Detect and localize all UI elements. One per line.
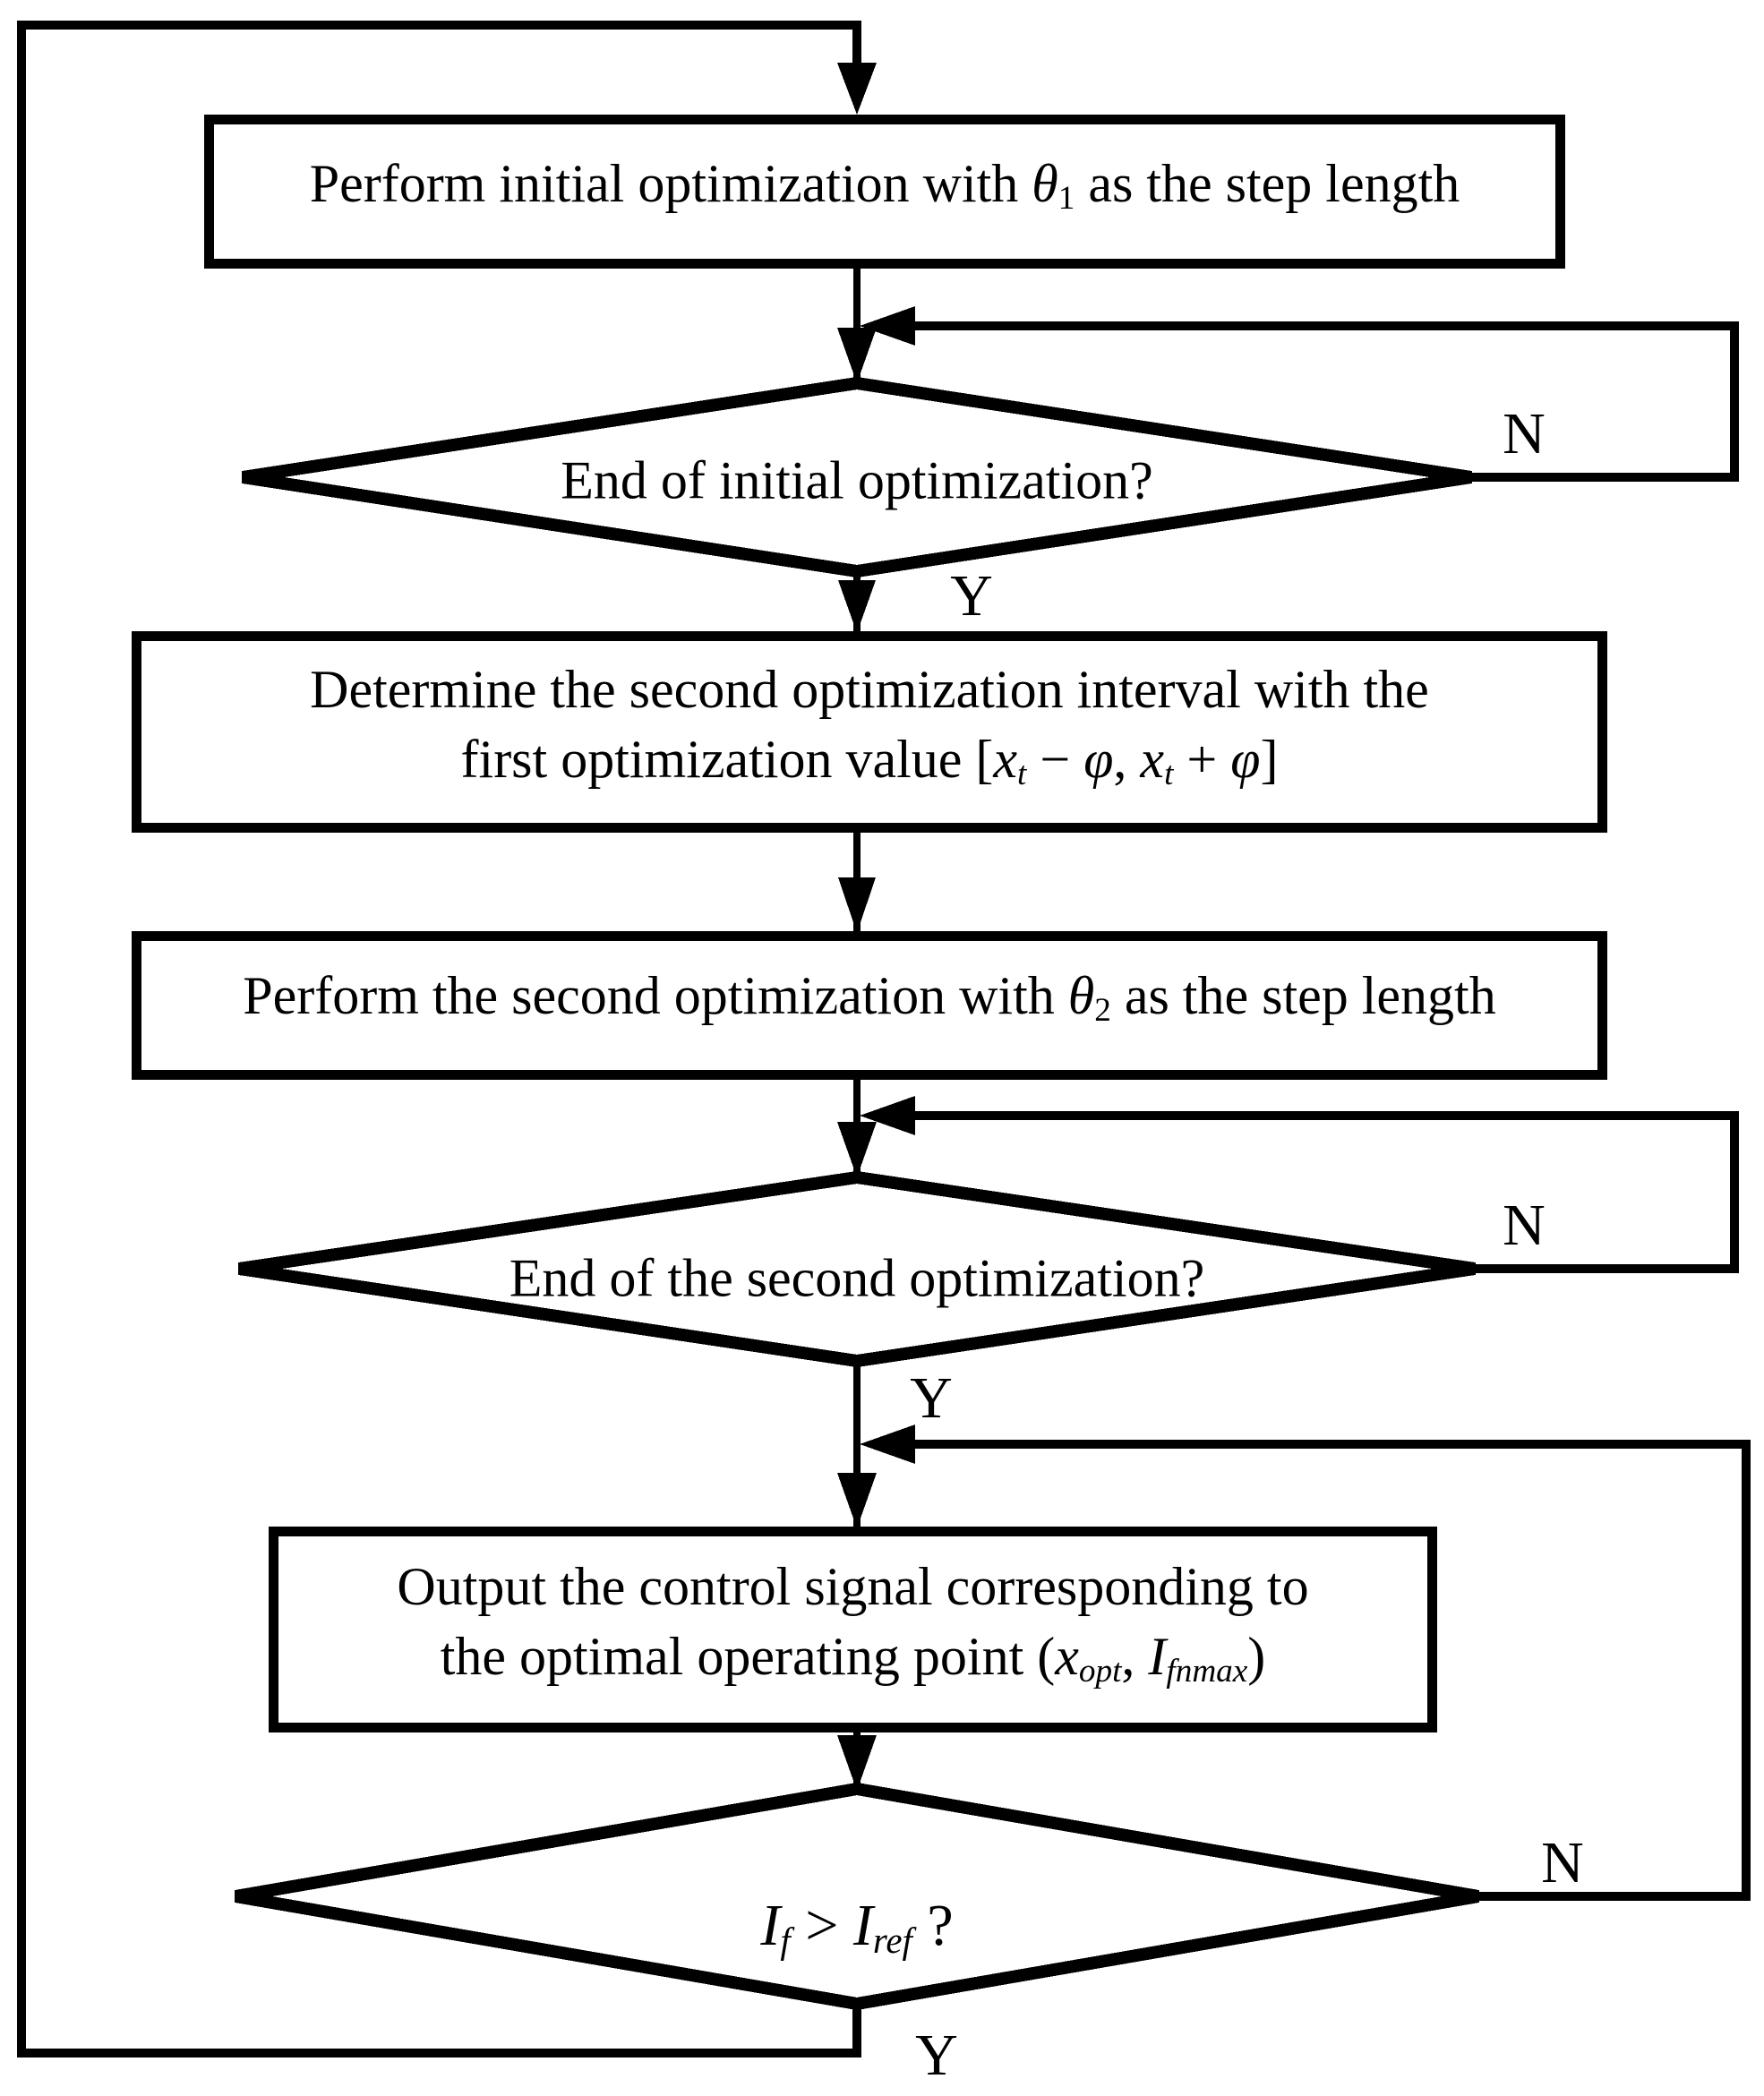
process-output-control-signal-line2: the optimal operating point (xopt, Ifnma… (440, 1627, 1266, 1690)
n-loop-diamond1 (913, 321, 1739, 482)
process-initial-optimization-text: Perform initial optimization with θ1 as … (309, 154, 1460, 218)
arrowhead-into-diamond2 (837, 1122, 877, 1177)
arrowhead-into-box2 (838, 580, 876, 633)
branch-label-n1: N (1503, 401, 1546, 466)
arrowhead-into-box3 (838, 877, 876, 933)
branch-label-y3: Y (915, 2023, 958, 2088)
branch-label-y2: Y (910, 1365, 953, 1431)
arrowhead-into-box4 (837, 1473, 877, 1528)
diamond1-shape (241, 376, 1473, 578)
process-initial-optimization: Perform initial optimization with θ1 as … (204, 115, 1565, 269)
arrowhead-into-box1 (837, 63, 877, 115)
arrowhead-junction1 (860, 306, 915, 346)
arrowhead-into-diamond3 (837, 1735, 877, 1791)
arrowhead-junction2 (860, 1096, 915, 1135)
branch-label-n3: N (1541, 1830, 1584, 1895)
n-loop-diamond2 (913, 1111, 1739, 1273)
process-output-control-signal-line1: Output the control signal corresponding … (397, 1557, 1309, 1617)
process-determine-second-interval-line2: first optimization value [xt − φ, xt + φ… (460, 729, 1279, 793)
arrowhead-into-diamond1 (837, 328, 877, 383)
process-determine-second-interval-line1: Determine the second optimization interv… (310, 659, 1429, 719)
branch-label-n2: N (1503, 1193, 1546, 1258)
decision-end-initial-optimization-text: End of initial optimization? (561, 450, 1153, 510)
arrowhead-junction3 (860, 1424, 915, 1464)
process-second-optimization: Perform the second optimization with θ2 … (132, 931, 1607, 1080)
n-loop-diamond3 (913, 1440, 1751, 1901)
process-determine-second-interval: Determine the second optimization interv… (132, 631, 1607, 833)
process-output-control-signal: Output the control signal corresponding … (269, 1527, 1437, 1732)
y-loop-outer (17, 21, 861, 2058)
decision-end-second-optimization-text: End of the second optimization? (509, 1248, 1205, 1308)
process-second-optimization-text: Perform the second optimization with θ2 … (243, 966, 1496, 1030)
branch-label-y1: Y (950, 563, 993, 629)
diamond2-shape (237, 1170, 1477, 1368)
decision-if-greater-iref-text: If > Iref ? (760, 1893, 954, 1961)
